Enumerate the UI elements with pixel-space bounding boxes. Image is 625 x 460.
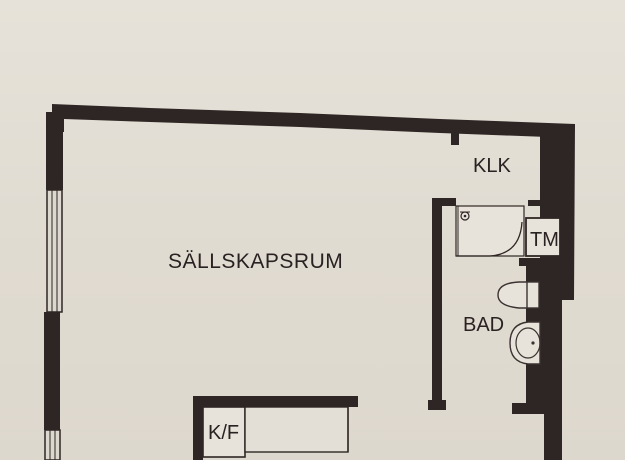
kitchen-left-wall (193, 396, 203, 460)
left-window-lower (44, 429, 61, 460)
top-wall (52, 104, 575, 138)
left-window-upper (46, 189, 63, 313)
room-label-fridge-freezer: K/F (208, 422, 239, 444)
room-label-living-room: SÄLLSKAPSRUM (168, 250, 343, 273)
room-label-bathroom: BAD (463, 314, 504, 336)
room-label-closet: KLK (473, 155, 511, 177)
fridge-freezer-box (202, 406, 246, 458)
bathroom-top-wall (432, 198, 456, 206)
dryer-cabinet-box (525, 217, 561, 257)
dryer-cabinet-base (519, 258, 543, 266)
bathroom-left-wall (432, 200, 442, 404)
right-outer-wall (540, 124, 575, 460)
kitchen-counter (244, 406, 349, 453)
left-wall-upper (46, 112, 63, 190)
shower-icon (455, 205, 525, 257)
bathroom-right-foot (512, 403, 542, 414)
toilet-icon (497, 281, 540, 309)
right-wall-notch (528, 200, 542, 206)
sink-icon (509, 321, 541, 365)
kitchen-top-wall (193, 396, 358, 407)
bathroom-left-wall-foot (428, 400, 446, 410)
left-wall-middle (44, 312, 60, 430)
closet-divider-stub (451, 130, 459, 145)
room-label-dryer-cabinet: TM (530, 229, 559, 251)
